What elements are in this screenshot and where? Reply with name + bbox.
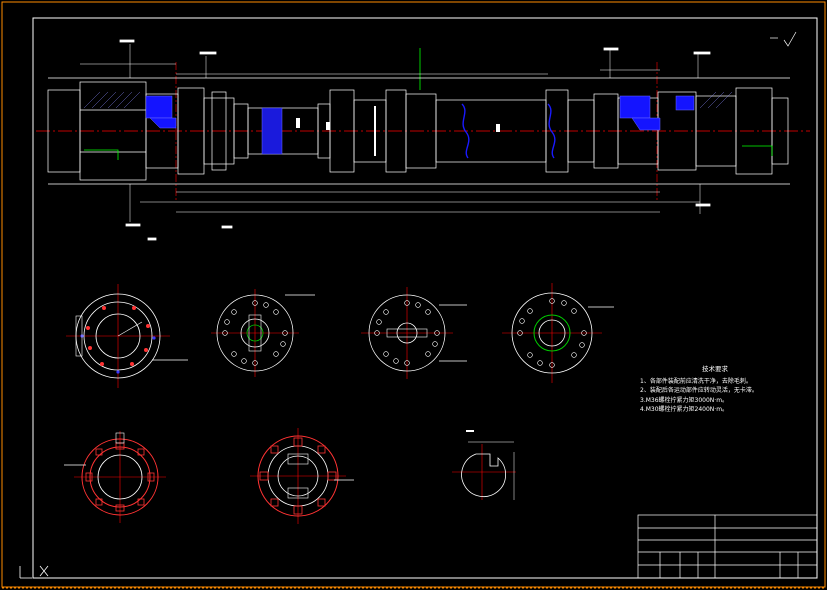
roughness-symbol [770, 31, 797, 47]
flange-view-4 [502, 283, 614, 383]
main-assembly-view [36, 31, 810, 241]
flange-view-2 [211, 289, 315, 377]
title-block [637, 514, 818, 579]
flange-view-3 [361, 287, 467, 379]
flange-view-1 [66, 284, 188, 388]
technical-note-4: 4.M30螺栓拧紧力矩2400N·m。 [640, 406, 729, 413]
technical-note-2: 2、装配后各运动部件应转动灵活，无卡滞。 [640, 387, 758, 394]
technical-notes-title: 技术要求 [702, 365, 728, 373]
technical-note-3: 3.M36螺栓拧紧力矩3000N·m。 [640, 396, 729, 404]
technical-note-1: 1、各部件装配前应清洗干净，去除毛刺。 [640, 377, 752, 385]
ucs-icon [19, 565, 49, 579]
technical-notes: 技术要求 1、各部件装配前应清洗干净，去除毛刺。 2、装配后各运动部件应转动灵活… [640, 365, 790, 415]
key-detail-view [452, 430, 516, 500]
spline-section-view-1 [64, 431, 166, 523]
inner-frame [32, 17, 818, 579]
spline-section-view-2 [250, 428, 354, 524]
